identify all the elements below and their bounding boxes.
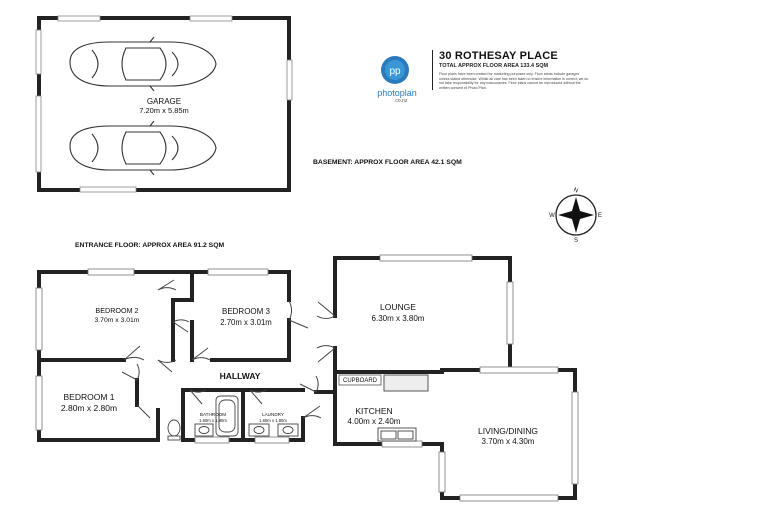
living-name: LIVING/DINING (478, 426, 538, 436)
living-dims: 3.70m x 4.30m (482, 437, 535, 446)
bathroom-name: BATHROOM (200, 412, 226, 417)
compass-icon (555, 194, 597, 236)
car-icon (69, 36, 217, 92)
compass-e: E (598, 213, 602, 219)
logo-name: photoplan (377, 88, 417, 98)
garage-name: GARAGE (147, 97, 181, 106)
lounge-dims: 6.30m x 3.80m (372, 314, 425, 323)
camera-logo-icon: pp (381, 56, 409, 84)
garage-structure (35, 15, 293, 193)
bedroom1-name: BEDROOM 1 (63, 392, 114, 402)
windows (35, 254, 579, 502)
total-area: TOTAL APPROX FLOOR AREA 133.4 SQM (439, 63, 549, 69)
logo-domain: .co.nz (394, 98, 408, 104)
laundry-name: LAUNDRY (262, 412, 284, 417)
bathroom-dims: 1.60m x 1.80m (199, 418, 227, 423)
car-icon (69, 120, 217, 176)
garage-dims: 7.20m x 5.85m (139, 106, 189, 115)
address-title: 30 ROTHESAY PLACE (439, 50, 558, 62)
entrance-area-label: ENTRANCE FLOOR: APPROX AREA 91.2 SQM (75, 242, 225, 249)
compass-n: N (573, 187, 579, 194)
bedroom1-dims: 2.80m x 2.80m (61, 403, 117, 413)
header-info: 30 ROTHESAY PLACE TOTAL APPROX FLOOR ARE… (432, 50, 589, 91)
bedroom3-name: BEDROOM 3 (222, 307, 271, 316)
fixtures (167, 374, 429, 442)
logo-mark: pp (389, 66, 401, 77)
kitchen-dims: 4.00m x 2.40m (348, 417, 401, 426)
disclaimer-text: Floor plans have been created for market… (439, 72, 589, 90)
cupboard-name: CUPBOARD (343, 378, 378, 384)
bedroom2-name: BEDROOM 2 (95, 306, 138, 315)
compass-s: S (574, 238, 578, 244)
kitchen-name: KITCHEN (355, 406, 392, 416)
laundry-dims: 1.60m x 1.80m (259, 418, 287, 423)
lounge-name: LOUNGE (380, 302, 416, 312)
door-swings (121, 279, 336, 419)
entrance-walls (37, 256, 577, 500)
compass-w: W (549, 213, 555, 219)
basement-area-label: BASEMENT: APPROX FLOOR AREA 42.1 SQM (313, 159, 462, 166)
bedroom3-dims: 2.70m x 3.01m (220, 318, 272, 327)
bedroom2-dims: 3.70m x 3.01m (95, 317, 140, 324)
photoplan-logo: pp photoplan .co.nz (368, 52, 426, 106)
hallway-name: HALLWAY (220, 371, 261, 381)
